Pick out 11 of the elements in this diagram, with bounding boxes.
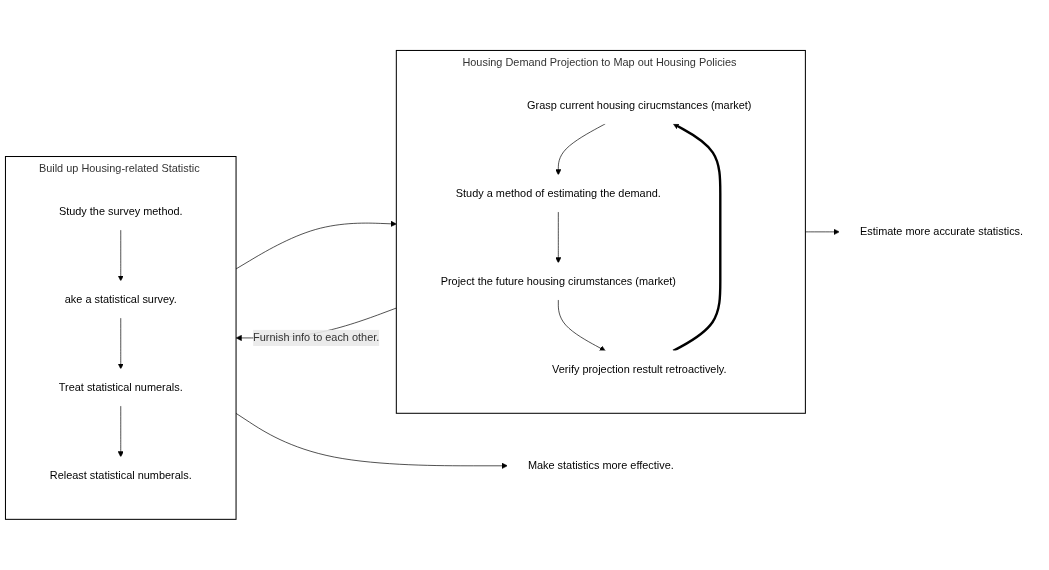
edge-label: Furnish info to each other. (253, 331, 380, 344)
node-text: Estimate more accurate statistics. (859, 225, 1024, 238)
node-text: Make statistics more effective. (527, 459, 674, 472)
node-text: Project the future housing cirumstances (market) (440, 275, 676, 287)
node-text: Grasp current housing cirucmstances (market) (527, 99, 752, 111)
node-text: ake a statistical survey. (64, 293, 177, 305)
node-text: Study the survey method. (58, 205, 183, 217)
node-text: Releast statistical numberals. (49, 469, 192, 481)
node-text: Verify projection restult retroactively. (552, 363, 727, 375)
node-text: Study a method of estimating the demand. (455, 187, 661, 199)
node-text: Treat statistical numerals. (58, 381, 183, 393)
